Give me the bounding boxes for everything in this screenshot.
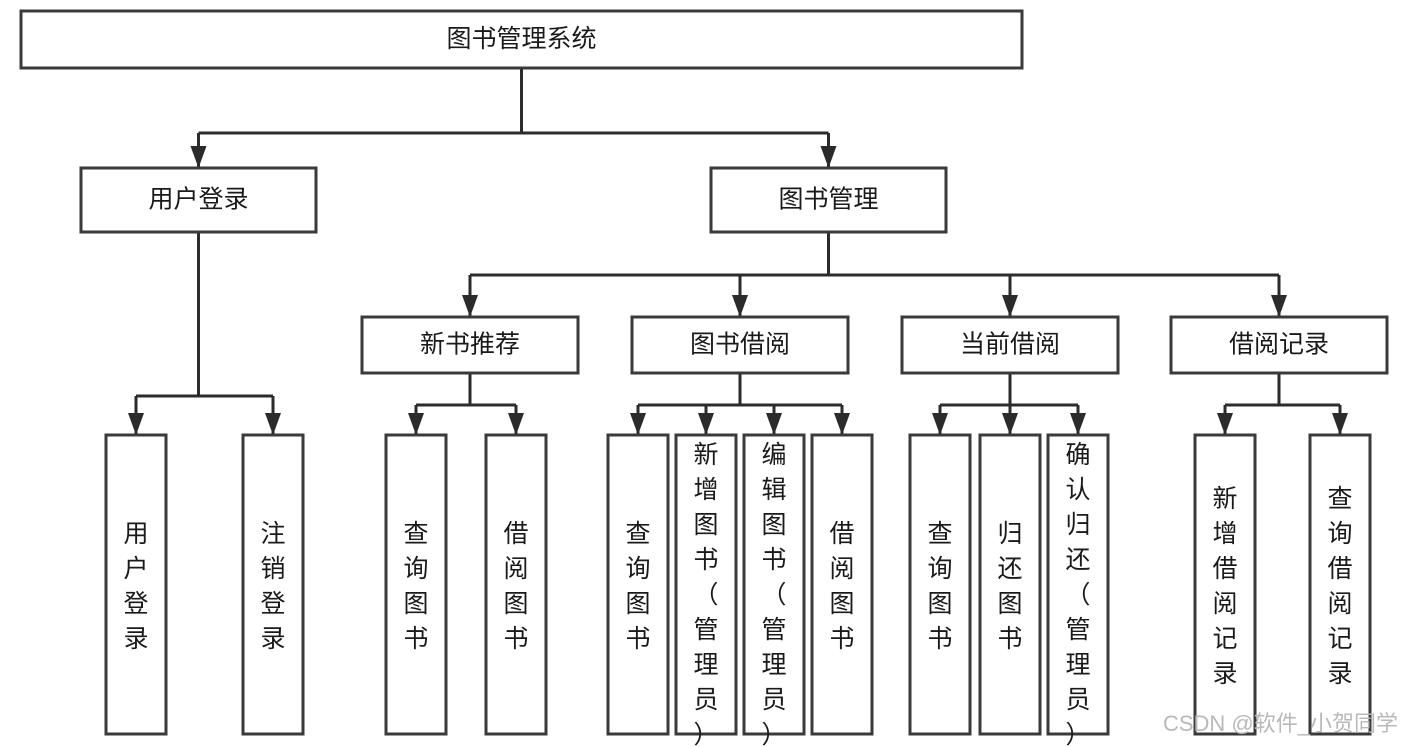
node-label: 新增图书（管理员） bbox=[693, 441, 718, 747]
arrow-head-icon bbox=[190, 146, 207, 168]
arrow-head-icon bbox=[265, 413, 281, 435]
connector-group bbox=[630, 373, 850, 435]
node-label: 新书推荐 bbox=[420, 331, 520, 359]
connector-layer bbox=[128, 68, 1348, 435]
node-box[interactable] bbox=[674, 433, 738, 736]
connector-group bbox=[408, 373, 524, 435]
arrow-head-icon bbox=[128, 413, 144, 435]
node-leaf-add-borrow-record[interactable]: 新增借阅记录 bbox=[1193, 433, 1257, 736]
arrow-head-icon bbox=[508, 413, 524, 435]
node-book-borrow[interactable]: 图书借阅 bbox=[630, 315, 850, 375]
node-box[interactable] bbox=[810, 433, 874, 736]
arrow-head-icon bbox=[834, 413, 850, 435]
arrow-head-icon bbox=[1271, 295, 1287, 317]
node-box[interactable] bbox=[360, 315, 580, 375]
node-box[interactable] bbox=[908, 433, 972, 736]
node-book-manage[interactable]: 图书管理 bbox=[709, 166, 948, 234]
node-box[interactable] bbox=[630, 315, 850, 375]
node-box[interactable] bbox=[384, 433, 448, 736]
node-label: 查询图书 bbox=[625, 520, 650, 653]
node-label: 当前借阅 bbox=[960, 331, 1060, 359]
node-box[interactable] bbox=[742, 433, 806, 736]
node-root[interactable]: 图书管理系统 bbox=[19, 9, 1024, 70]
node-box[interactable] bbox=[900, 315, 1120, 375]
arrow-head-icon bbox=[932, 413, 948, 435]
arrow-head-icon bbox=[698, 413, 714, 435]
node-label: 图书借阅 bbox=[690, 331, 790, 359]
node-leaf-confirm-return-admin[interactable]: 确认归还（管理员） bbox=[1046, 433, 1110, 747]
node-leaf-edit-book-admin[interactable]: 编辑图书（管理员） bbox=[742, 433, 806, 747]
node-leaf-return-book[interactable]: 归还图书 bbox=[978, 433, 1042, 736]
connector-group bbox=[932, 373, 1086, 435]
arrow-head-icon bbox=[1332, 413, 1348, 435]
connector-group bbox=[128, 232, 281, 435]
node-box[interactable] bbox=[79, 166, 318, 234]
node-box[interactable] bbox=[241, 433, 305, 736]
node-borrow-record[interactable]: 借阅记录 bbox=[1169, 315, 1389, 375]
node-leaf-borrow-book[interactable]: 借阅图书 bbox=[810, 433, 874, 736]
node-label: 确认归还（管理员） bbox=[1065, 441, 1090, 747]
arrow-head-icon bbox=[766, 413, 782, 435]
node-box[interactable] bbox=[1046, 433, 1110, 736]
node-box[interactable] bbox=[978, 433, 1042, 736]
node-label: 借阅图书 bbox=[829, 520, 854, 653]
node-leaf-query-book-recommend[interactable]: 查询图书 bbox=[384, 433, 448, 736]
node-user-login[interactable]: 用户登录 bbox=[79, 166, 318, 234]
node-label: 图书管理 bbox=[778, 186, 878, 214]
node-leaf-add-book-admin[interactable]: 新增图书（管理员） bbox=[674, 433, 738, 747]
node-box[interactable] bbox=[1193, 433, 1257, 736]
node-leaf-query-book-current[interactable]: 查询图书 bbox=[908, 433, 972, 736]
node-box[interactable] bbox=[19, 9, 1024, 70]
node-box[interactable] bbox=[709, 166, 948, 234]
node-leaf-borrow-book-recommend[interactable]: 借阅图书 bbox=[484, 433, 548, 736]
node-label: 用户登录 bbox=[123, 520, 148, 653]
arrow-head-icon bbox=[1002, 413, 1018, 435]
node-label: 新增借阅记录 bbox=[1212, 485, 1237, 688]
arrow-head-icon bbox=[630, 413, 646, 435]
node-box[interactable] bbox=[104, 433, 168, 736]
node-leaf-query-book-borrow[interactable]: 查询图书 bbox=[606, 433, 670, 736]
node-label: 借阅记录 bbox=[1229, 331, 1329, 359]
node-label: 编辑图书（管理员） bbox=[761, 441, 786, 747]
node-label: 归还图书 bbox=[997, 520, 1022, 653]
node-new-book-recommend[interactable]: 新书推荐 bbox=[360, 315, 580, 375]
node-leaf-query-borrow-record[interactable]: 查询借阅记录 bbox=[1308, 433, 1372, 736]
arrow-head-icon bbox=[462, 295, 478, 317]
node-box[interactable] bbox=[1169, 315, 1389, 375]
watermark-layer: CSDN @软件_小贺同学 bbox=[1163, 711, 1398, 736]
node-label: 用户登录 bbox=[148, 186, 248, 214]
node-label: 借阅图书 bbox=[503, 520, 528, 653]
arrow-head-icon bbox=[1217, 413, 1233, 435]
arrow-head-icon bbox=[408, 413, 424, 435]
node-box[interactable] bbox=[484, 433, 548, 736]
node-box[interactable] bbox=[1308, 433, 1372, 736]
node-current-borrow[interactable]: 当前借阅 bbox=[900, 315, 1120, 375]
arrow-head-icon bbox=[732, 295, 748, 317]
arrow-head-icon bbox=[820, 146, 837, 168]
node-label: 查询图书 bbox=[403, 520, 428, 653]
arrow-head-icon bbox=[1002, 295, 1018, 317]
node-label: 查询图书 bbox=[927, 520, 952, 653]
arrow-head-icon bbox=[1070, 413, 1086, 435]
node-leaf-logout-login[interactable]: 注销登录 bbox=[241, 433, 305, 736]
connector-group bbox=[462, 232, 1287, 317]
node-box[interactable] bbox=[606, 433, 670, 736]
csdn-watermark: CSDN @软件_小贺同学 bbox=[1163, 711, 1398, 736]
node-layer: 图书管理系统用户登录图书管理新书推荐图书借阅当前借阅借阅记录用户登录注销登录查询… bbox=[19, 9, 1389, 747]
node-leaf-user-login[interactable]: 用户登录 bbox=[104, 433, 168, 736]
connector-group bbox=[190, 68, 837, 168]
node-label: 注销登录 bbox=[260, 520, 285, 653]
connector-group bbox=[1217, 373, 1348, 435]
node-label: 查询借阅记录 bbox=[1327, 485, 1352, 688]
node-label: 图书管理系统 bbox=[446, 25, 596, 53]
